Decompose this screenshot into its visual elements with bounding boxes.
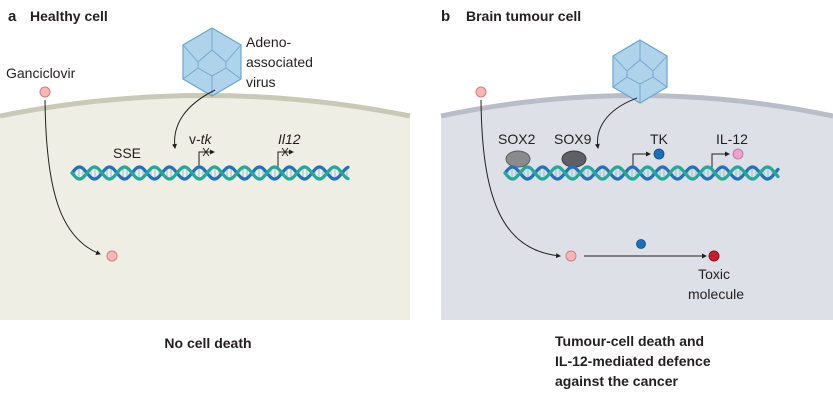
- virus-arrow-a: [172, 89, 216, 149]
- panel-b-letter: b: [441, 8, 450, 25]
- ganciclovir-arrow-b: [480, 99, 561, 259]
- ganciclovir-molecule-outside: [39, 86, 51, 98]
- promoter-il12-blocked: [277, 147, 294, 168]
- aav-label: Adeno- associated virus: [246, 34, 317, 90]
- panel-a-title: Healthy cell: [30, 8, 108, 24]
- panel-a-letter: a: [8, 8, 17, 25]
- panel-b: b Brain tumour cell Toxic molecule SOX2 …: [440, 8, 833, 389]
- panel-a: a Healthy cell Ganciclovir Adeno- associ…: [0, 8, 411, 351]
- dna-b: [503, 165, 780, 181]
- sse-label: SSE: [113, 145, 141, 161]
- ganciclovir-molecule-inside-b: [565, 250, 577, 262]
- tk-label: TK: [650, 131, 669, 147]
- virus-arrow-b: [594, 97, 638, 149]
- promoter-tk-active: [632, 151, 651, 168]
- aav-icon: [182, 27, 242, 97]
- ganciclovir-label: Ganciclovir: [6, 65, 76, 81]
- cell-a-cytoplasm: [0, 95, 410, 320]
- sox9-protein: [561, 150, 587, 168]
- toxic-molecule: [708, 250, 720, 262]
- dna-a: [70, 165, 350, 181]
- toxic-molecule-label: Toxic molecule: [688, 266, 744, 302]
- aav-icon-b: [612, 39, 668, 104]
- tk-protein: [653, 148, 665, 160]
- ganciclovir-molecule-inside: [106, 250, 118, 262]
- panel-b-title: Brain tumour cell: [466, 8, 581, 24]
- dna-strand-2: [70, 165, 350, 181]
- promoter-il12-active: [711, 151, 730, 168]
- ganciclovir-molecule-outside-b: [475, 86, 487, 98]
- sox9-label: SOX9: [554, 131, 592, 147]
- sox2-label: SOX2: [498, 131, 536, 147]
- sox2-protein: [505, 150, 531, 168]
- il12-protein: [732, 148, 744, 160]
- outcome-b: Tumour-cell death and IL-12-mediated def…: [555, 333, 715, 389]
- il12-protein-label: IL-12: [716, 131, 748, 147]
- promoter-v-tk-blocked: [198, 147, 215, 168]
- il12-gene-label: Il12: [278, 131, 301, 147]
- tk-enzyme-catalyst: [636, 239, 646, 249]
- cell-b-cytoplasm: [441, 95, 833, 320]
- ganciclovir-arrow: [44, 99, 101, 255]
- outcome-a: No cell death: [164, 335, 251, 351]
- v-tk-label: v-tk: [189, 131, 213, 147]
- dna-strand-2: [503, 165, 780, 181]
